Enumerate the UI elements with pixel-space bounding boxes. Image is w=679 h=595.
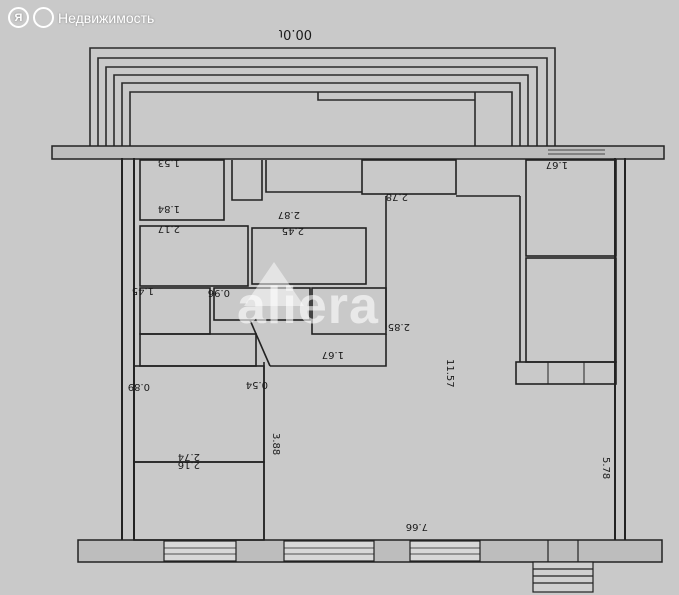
interior-walls [133, 159, 617, 541]
brand-logo-circle-icon [33, 7, 54, 28]
dimension-label: 1.67 [322, 349, 344, 360]
dimension-label: 0.54 [246, 379, 268, 390]
dimension-label: 1.84 [158, 203, 180, 214]
entrance-steps [532, 540, 594, 593]
dimension-label: 1.67 [546, 159, 568, 170]
dimension-label: 1.45 [132, 285, 154, 296]
dimension-label: 7.66 [406, 521, 428, 532]
brand-header[interactable]: Я Недвижимость [8, 7, 154, 28]
brand-logo-icon: Я [8, 7, 29, 28]
dimension-label: 2.85 [388, 321, 410, 332]
dimension-label: 1.53 [158, 157, 180, 168]
brand-name: Недвижимость [58, 9, 155, 26]
dimension-label: 3.88 [270, 433, 281, 455]
dimension-labels: 1.53 1.84 2.17 2.45 2.87 1.45 0.96 0.54 0.89 2.74… [128, 157, 611, 532]
closet-dividers [547, 362, 585, 384]
dimension-label: 2.17 [158, 223, 180, 234]
dimension-label: 5.78 [600, 457, 611, 479]
dimension-label: 2.87 [278, 209, 300, 220]
dimension-label: 11.57 [444, 359, 455, 388]
dimension-label: 2.45 [282, 225, 304, 236]
dimension-label: 2.16 [178, 459, 200, 470]
watermark-mark-icon [244, 262, 304, 306]
porch-lines [89, 47, 556, 150]
dimension-label: 2.78 [386, 191, 408, 202]
windows-bottom [163, 540, 481, 562]
watermark-text: aliera [237, 277, 379, 335]
dimension-label: 0.96 [208, 287, 230, 298]
dimension-label: 0.89 [128, 381, 150, 392]
top-dimension: 00.0ι [279, 26, 312, 41]
dimension-label: 2.74 [178, 451, 200, 462]
